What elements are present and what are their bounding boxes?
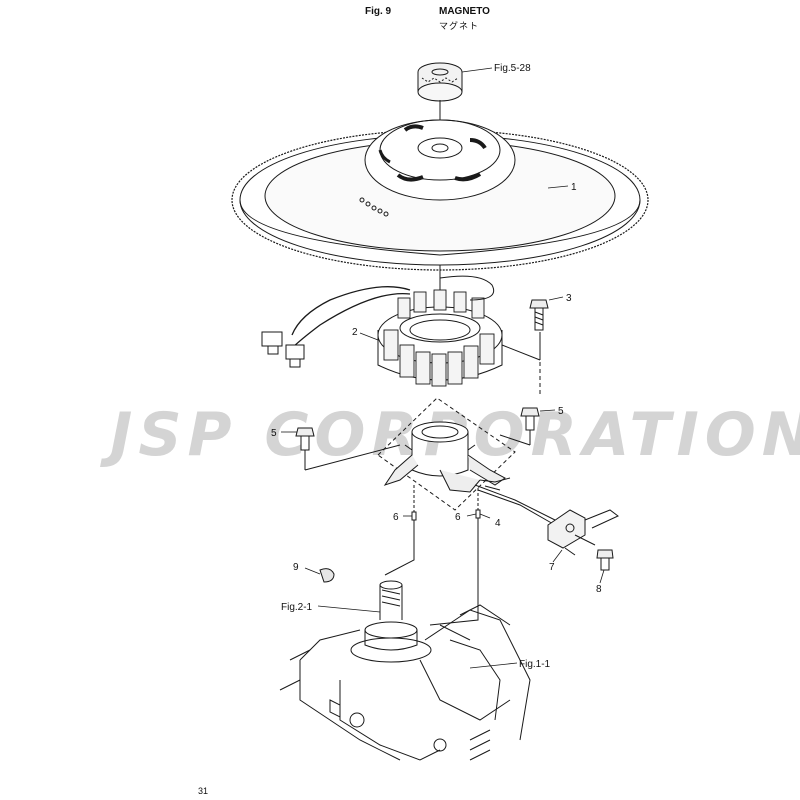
assembly-guide-lines — [377, 362, 541, 511]
label-part-4: 4 — [495, 518, 501, 529]
label-part-7: 7 — [549, 562, 555, 573]
bolt-part-5-left — [295, 427, 401, 471]
stator-coil-part-2 — [261, 265, 503, 387]
label-part-6-right: 6 — [455, 512, 461, 523]
label-part-2: 2 — [352, 327, 358, 338]
label-part-8: 8 — [596, 584, 602, 595]
page-number: 31 — [198, 786, 209, 796]
label-part-3: 3 — [566, 293, 572, 304]
page-title-japanese: マグネト — [439, 22, 480, 32]
page-title: MAGNETO — [439, 6, 490, 17]
bolt-part-3 — [501, 299, 549, 361]
figure-number: Fig. 9 — [365, 6, 392, 17]
bolt-part-5-right — [499, 407, 540, 446]
pulser-coil-base-part-4 — [383, 421, 556, 526]
label-part-5-right: 5 — [558, 406, 564, 417]
label-fig-1-1: Fig.1-1 — [519, 659, 551, 670]
label-part-5-left: 5 — [271, 428, 277, 439]
dowel-pins-part-6 — [384, 485, 481, 626]
pulley-reference-part — [417, 62, 463, 150]
label-fig-5-28: Fig.5-28 — [494, 63, 531, 74]
leader-lines — [281, 67, 605, 669]
label-part-1: 1 — [571, 182, 577, 193]
label-fig-2-1: Fig.2-1 — [281, 602, 313, 613]
label-part-9: 9 — [293, 562, 299, 573]
crankcase-reference-part — [279, 580, 531, 761]
pulser-coil-part-7 — [547, 509, 619, 556]
label-part-6-left: 6 — [393, 512, 399, 523]
woodruff-key-part-9 — [319, 568, 335, 583]
screw-part-8 — [574, 534, 614, 571]
flywheel-part-1 — [231, 119, 649, 271]
